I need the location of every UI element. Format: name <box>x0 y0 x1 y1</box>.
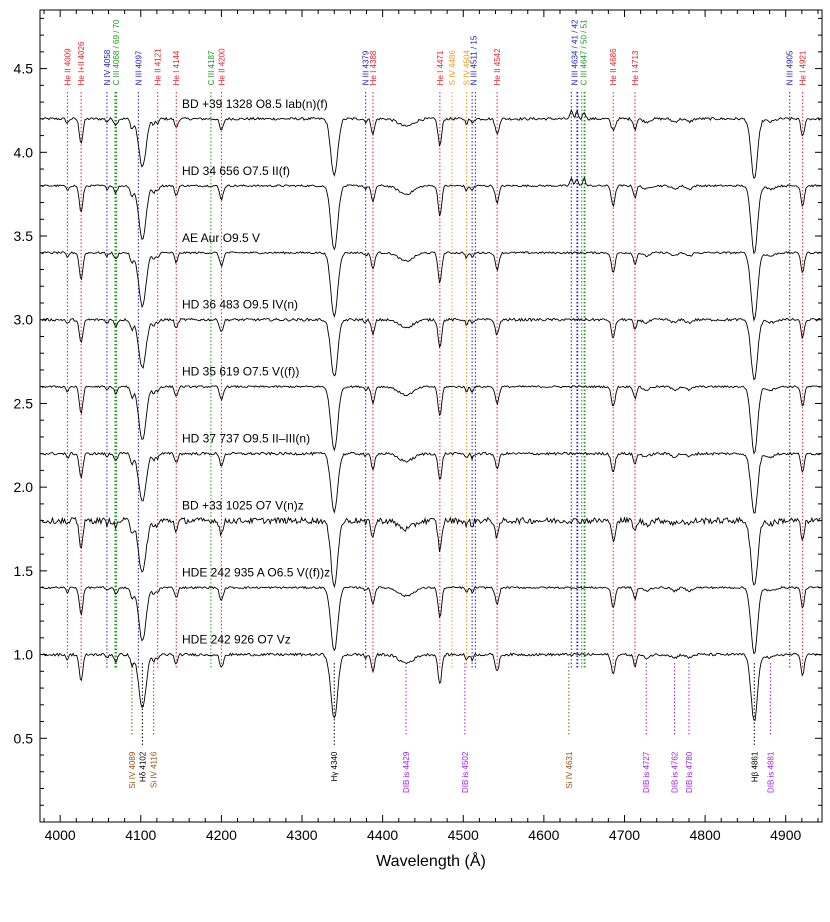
x-tick-label: 4800 <box>690 827 721 843</box>
line-id-label: He I 4471 <box>436 50 445 85</box>
line-id-label: S IV 4504 <box>462 50 471 86</box>
line-id-label: DIB is 4881 <box>766 751 775 793</box>
spectrum-label: AE Aur O9.5 V <box>182 231 260 245</box>
line-id-label: DIB is 4780 <box>685 751 694 793</box>
line-id-label: Si IV 4089 <box>128 751 137 788</box>
x-tick-label: 4700 <box>609 827 640 843</box>
y-tick-label: 3.5 <box>14 228 34 244</box>
axes: 4000 4100 4200 4300 4400 4500 4600 4700 4800 4900… <box>14 9 823 843</box>
y-tick-label: 4.0 <box>14 144 34 160</box>
spectrum-line <box>41 385 821 455</box>
line-id-label: DIB is 4429 <box>402 751 411 793</box>
spectrum-line <box>41 317 821 381</box>
line-id-label: He I 4713 <box>631 50 640 85</box>
spectrum-line <box>41 109 821 179</box>
spectrum-line <box>41 451 821 515</box>
line-id-label: He I 4921 <box>799 50 808 85</box>
spectrum-label: HD 34 656 O7.5 II(f) <box>182 164 290 178</box>
x-tick-label: 4400 <box>367 827 398 843</box>
line-id-label: He II 4686 <box>609 48 618 85</box>
line-id-label: He II 4200 <box>217 48 226 85</box>
spectrum-line <box>41 585 821 655</box>
spectrum-label: HD 35 619 O7.5 V((f)) <box>182 365 299 379</box>
x-tick-label: 4200 <box>206 827 237 843</box>
line-id-label: He II 4542 <box>493 48 502 85</box>
spectrum-line <box>41 516 821 589</box>
line-id-label: N III 4634 / 41 / 42 <box>571 19 580 85</box>
x-tick-label: 4100 <box>125 827 156 843</box>
spectrum-label: BD +39 1328 O8.5 Iab(n)(f) <box>182 97 328 111</box>
y-tick-label: 0.5 <box>14 730 34 746</box>
line-id-label: DIB is 4762 <box>670 751 679 793</box>
y-tick-label: 1.5 <box>14 563 34 579</box>
spectrum-label: HDE 242 926 O7 Vz <box>182 633 291 647</box>
spectrum-line <box>41 251 821 322</box>
line-labels: BD +39 1328 O8.5 Iab(n)(f) HD 34 656 O7.5… <box>63 19 807 793</box>
spectrum-line <box>41 177 821 255</box>
line-id-label: Si IV 4116 <box>150 751 159 788</box>
line-markers <box>66 92 804 747</box>
x-tick-label: 4900 <box>770 827 801 843</box>
line-id-label: Hβ 4861 <box>750 751 759 782</box>
y-tick-label: 4.5 <box>14 61 34 77</box>
x-tick-label: 4000 <box>45 827 76 843</box>
spectrum-label: BD +33 1025 O7 V(n)z <box>182 499 304 513</box>
spectra <box>41 109 821 722</box>
line-id-label: Si IV 4631 <box>565 751 574 788</box>
line-id-label: He I 4144 <box>172 50 181 85</box>
x-tick-label: 4300 <box>286 827 317 843</box>
y-tick-label: 2.0 <box>14 479 34 495</box>
line-id-label: N III 4097 <box>134 50 143 85</box>
x-axis-label: Wavelength (Å) <box>376 851 486 870</box>
y-tick-label: 2.5 <box>14 395 34 411</box>
x-tick-label: 4500 <box>448 827 479 843</box>
line-id-label: C III 4068 / 69 / 70 <box>112 19 121 85</box>
line-id-label: S IV 4486 <box>448 50 457 86</box>
line-id-label: C III 4187 <box>207 50 216 85</box>
spectrum-line <box>41 652 821 722</box>
x-tick-label: 4600 <box>528 827 559 843</box>
spectrum-label: HDE 242 935 A O6.5 V((f))z <box>182 566 330 580</box>
line-id-label: DIB is 4727 <box>642 751 651 793</box>
spectrum-label: HD 37 737 O9.5 II–III(n) <box>182 432 310 446</box>
line-id-label: Hγ 4340 <box>330 751 339 781</box>
line-id-label: He I+II 4026 <box>77 41 86 85</box>
y-tick-label: 3.0 <box>14 312 34 328</box>
line-id-label: He I 4388 <box>369 50 378 85</box>
line-id-label: He II 4121 <box>154 48 163 85</box>
line-id-label: N III 4379 <box>362 50 371 85</box>
line-id-label: Hδ 4102 <box>138 751 147 782</box>
y-tick-label: 1.0 <box>14 647 34 663</box>
spectrum-label: HD 36 483 O9.5 IV(n) <box>182 298 298 312</box>
line-id-label: C III 4647 / 50 / 51 <box>579 19 588 85</box>
line-id-label: N IV 4058 <box>103 49 112 85</box>
line-id-label: N III 4905 <box>786 50 795 85</box>
line-id-label: He II 4009 <box>63 48 72 85</box>
line-id-label: N III 4511 / 15 <box>470 35 479 85</box>
line-id-label: DIB is 4502 <box>461 751 470 793</box>
